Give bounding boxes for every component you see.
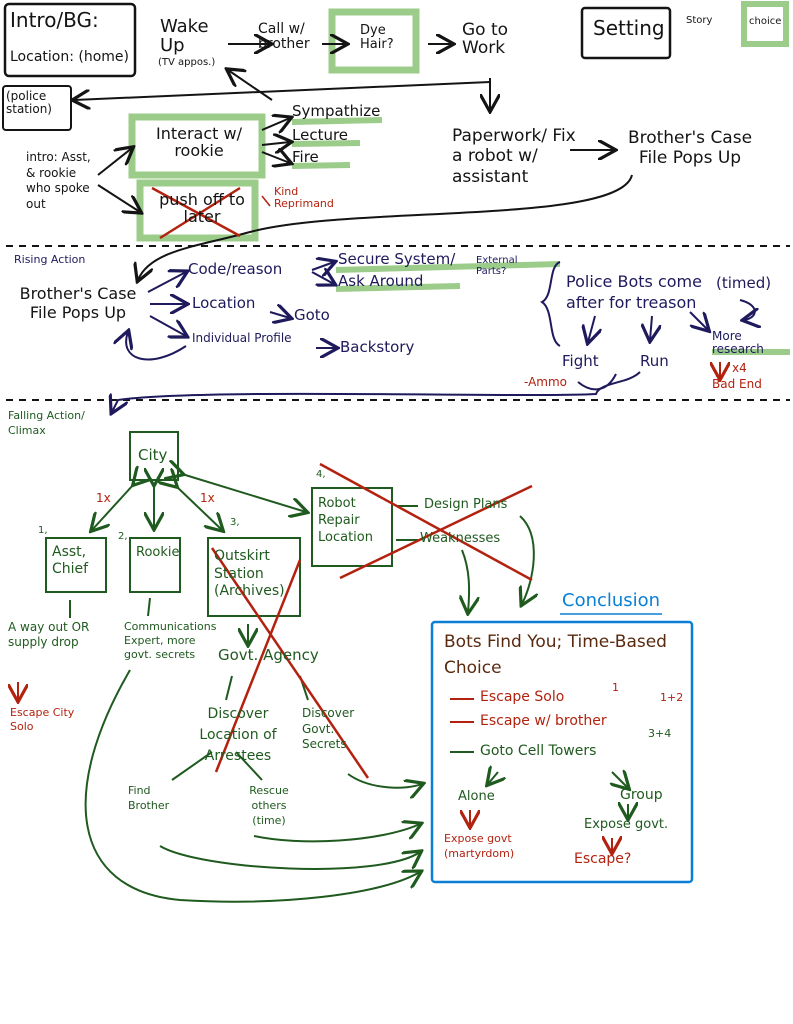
- interact-rookie: Interact w/ rookie: [156, 124, 242, 160]
- legend-story: Story: [686, 15, 713, 26]
- backstory: Backstory: [340, 338, 415, 356]
- outskirt-station: Outskirt Station (Archives): [214, 548, 285, 599]
- discover-govt-secrets: Discover Govt. Secrets: [302, 706, 355, 752]
- fight: Fight: [562, 352, 599, 370]
- conclusion-title: Bots Find You; Time-Based Choice: [444, 632, 667, 678]
- brothers-case-file-intro: Brother's Case File Pops Up: [627, 128, 753, 169]
- code-reason: Code/reason: [188, 260, 283, 278]
- weaknesses: Weaknesses: [420, 531, 501, 546]
- rescue-others: Rescue others (time): [249, 784, 289, 827]
- group: Group: [620, 787, 663, 803]
- escape-solo: Escape Solo: [480, 689, 565, 705]
- bad-end: Bad End: [712, 377, 762, 391]
- asst-chief: Asst, Chief: [52, 544, 89, 577]
- label-1x-right: 1x: [200, 491, 215, 505]
- escape-question: Escape?: [574, 851, 632, 867]
- police-bots-come: Police Bots come after for treason: [566, 272, 702, 312]
- expose-govt-martyrdom: Expose govt (martyrdom): [444, 832, 515, 860]
- kind-reprimand: Kind Reprimand: [274, 185, 334, 210]
- goto-cell-towers: Goto Cell Towers: [480, 743, 597, 759]
- rising-action-heading: Rising Action: [14, 253, 86, 266]
- find-brother: Find Brother: [128, 784, 170, 812]
- choice-legend-highlight: [741, 1, 789, 47]
- ask-around: Ask Around: [338, 272, 424, 290]
- legend-choice: choice: [749, 16, 782, 27]
- falling-action-heading: Falling Action/ Climax: [8, 409, 85, 438]
- run: Run: [640, 352, 669, 370]
- govt-agency: Govt. Agency: [218, 646, 319, 664]
- sympathize: Sympathize: [292, 102, 381, 120]
- intro-location: Location: (home): [10, 49, 129, 65]
- city: City: [138, 446, 168, 464]
- lecture: Lecture: [292, 126, 349, 144]
- label-1x-left: 1x: [96, 491, 111, 505]
- way-out-supply-drop: A way out OR supply drop: [8, 620, 90, 649]
- escape-brother-note: 1+2: [660, 691, 684, 704]
- location-rising: Location: [192, 294, 256, 312]
- ammo: -Ammo: [524, 375, 567, 389]
- cell-towers-note: 3+4: [648, 727, 672, 740]
- discover-location-arrestees: Discover Location of Arrestees: [199, 706, 277, 764]
- num-3: 3,: [230, 517, 240, 528]
- goto-rising: Goto: [294, 306, 330, 324]
- brothers-case-file-rising: Brother's Case File Pops Up: [19, 284, 137, 323]
- tv-appos: (TV appos.): [158, 57, 216, 68]
- call-brother: Call w/ brother: [258, 21, 310, 52]
- timed: (timed): [716, 274, 772, 292]
- rookie-falling: Rookie: [136, 545, 180, 560]
- wake-up: Wake Up: [160, 16, 209, 56]
- escape-city-solo: Escape City Solo: [10, 706, 75, 734]
- escape-with-brother: Escape w/ brother: [480, 713, 607, 729]
- intro-asst-rookie: intro: Asst, & rookie who spoke out: [26, 150, 91, 211]
- individual-profile: Individual Profile: [192, 331, 292, 345]
- external-parts: External Parts?: [476, 255, 518, 277]
- num-2: 2,: [118, 531, 128, 542]
- design-plans: Design Plans: [424, 497, 508, 512]
- escape-solo-note: 1: [612, 681, 619, 694]
- secure-system: Secure System/: [338, 250, 456, 268]
- alone: Alone: [458, 789, 495, 804]
- x4: x4: [732, 361, 747, 375]
- dye-hair: Dye Hair?: [360, 23, 394, 52]
- robot-repair-location: Robot Repair Location: [318, 496, 373, 545]
- num-1: 1,: [38, 525, 48, 536]
- paperwork-fix-robot: Paperwork/ Fix a robot w/ assistant: [452, 126, 576, 187]
- push-off-later: push off to later: [159, 190, 245, 226]
- fire: Fire: [292, 148, 319, 166]
- intro-title: Intro/BG:: [10, 8, 99, 32]
- expose-govt-group: Expose govt.: [584, 817, 669, 832]
- police-station: (police station): [6, 89, 52, 116]
- go-to-work: Go to Work: [462, 20, 509, 58]
- num-4: 4,: [316, 469, 326, 480]
- more-research: More research: [712, 329, 764, 356]
- legend-setting: Setting: [593, 16, 665, 40]
- conclusion-heading: Conclusion: [562, 590, 661, 611]
- communications-expert: Communications Expert, more govt. secret…: [124, 620, 217, 661]
